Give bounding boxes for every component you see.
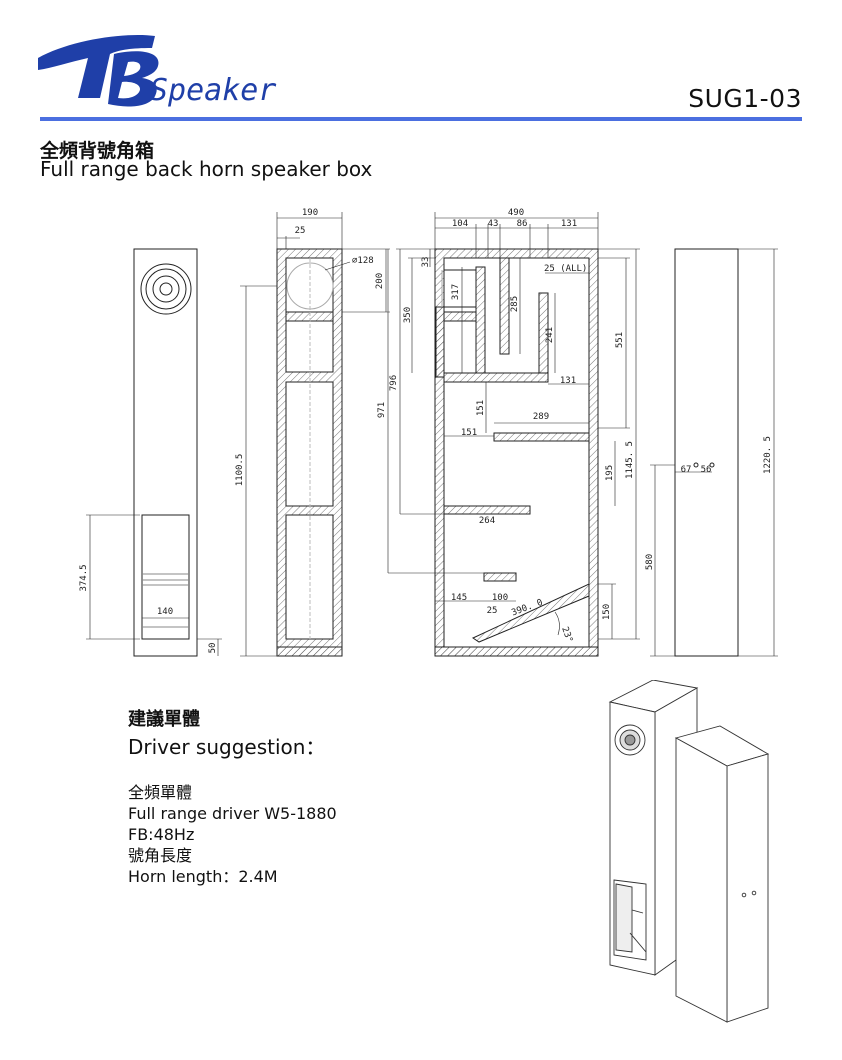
dim-25-bottom: 25 xyxy=(487,606,498,616)
dim-67: 67 xyxy=(681,465,692,475)
dim-971: 971 xyxy=(377,402,387,418)
dim-section-width: 490 xyxy=(508,208,524,218)
dim-104: 104 xyxy=(452,219,468,229)
suggestion-heading-cn: 建議單體 xyxy=(128,709,200,730)
logo-word: Speaker xyxy=(150,73,276,108)
suggestion-line: 號角長度 xyxy=(128,846,193,865)
dim-551: 551 xyxy=(615,332,625,348)
dim-25-all: 25 (ALL) xyxy=(544,264,587,274)
suggestion-line: FB:48Hz xyxy=(128,825,195,844)
technical-drawing: 374.5 140 50 190 25 ⌀128 200 1100.5 xyxy=(79,208,778,657)
dim-285: 285 xyxy=(510,296,520,312)
dim-33: 33 xyxy=(421,257,431,268)
suggestion-line: 全頻單體 xyxy=(128,783,193,802)
dim-131-top: 131 xyxy=(561,219,577,229)
horn-section-view: 490 104 43 86 131 33 317 350 285 241 25 … xyxy=(377,208,640,657)
dim-145: 145 xyxy=(451,593,467,603)
terminal-icon xyxy=(693,462,699,468)
suggestion-line: Full range driver W5-1880 xyxy=(128,804,337,823)
dim-151-vertical: 151 xyxy=(476,400,486,416)
title-chinese: 全頻背號角箱 xyxy=(40,140,155,162)
dim-driver-offset: 200 xyxy=(375,273,385,289)
brand-logo: Speaker xyxy=(38,34,276,108)
model-number: SUG1-03 xyxy=(688,84,802,113)
driver-icon xyxy=(140,263,192,315)
terminal-icon xyxy=(709,462,715,468)
suggestion-heading-en: Driver suggestion： xyxy=(128,735,326,759)
dim-289: 289 xyxy=(533,412,549,422)
front-view: 374.5 140 50 xyxy=(79,248,222,657)
front-cabinet-sketch xyxy=(608,680,699,976)
dim-151-horizontal: 151 xyxy=(461,428,477,438)
dim-side-board: 25 xyxy=(295,226,306,236)
dim-43: 43 xyxy=(488,219,499,229)
dim-front-base: 50 xyxy=(208,643,218,654)
dim-350: 350 xyxy=(403,307,413,323)
dim-1220: 1220. 5 xyxy=(763,436,773,474)
dim-driver-diameter: ⌀128 xyxy=(352,256,374,266)
dim-131: 131 xyxy=(560,376,576,386)
dim-1145: 1145. 5 xyxy=(625,441,635,479)
dim-56: 56 xyxy=(701,465,712,475)
rear-cabinet-sketch xyxy=(674,725,770,1023)
isometric-sketch xyxy=(608,680,770,1023)
dim-241: 241 xyxy=(545,327,555,343)
dim-796: 796 xyxy=(389,375,399,391)
suggestion-line: Horn length：2.4M xyxy=(128,867,278,886)
dim-150: 150 xyxy=(602,604,612,620)
dim-front-port-height: 374.5 xyxy=(79,564,89,591)
dim-86: 86 xyxy=(517,219,528,229)
rear-view: 580 67 56 1220. 5 xyxy=(645,248,778,657)
dim-580: 580 xyxy=(645,554,655,570)
dim-264: 264 xyxy=(479,516,495,526)
side-view: 190 25 ⌀128 200 1100.5 xyxy=(235,208,390,657)
driver-suggestion: 建議單體 Driver suggestion： 全頻單體 Full range … xyxy=(128,705,337,887)
dim-317: 317 xyxy=(451,284,461,300)
title-english: Full range back horn speaker box xyxy=(40,157,373,181)
header-rule xyxy=(40,117,802,121)
dim-100: 100 xyxy=(492,593,508,603)
logo-mark xyxy=(38,34,159,107)
dim-195: 195 xyxy=(605,465,615,481)
dim-side-height: 1100.5 xyxy=(235,454,245,487)
dim-front-port-width: 140 xyxy=(157,607,173,617)
dim-side-width: 190 xyxy=(302,208,318,218)
